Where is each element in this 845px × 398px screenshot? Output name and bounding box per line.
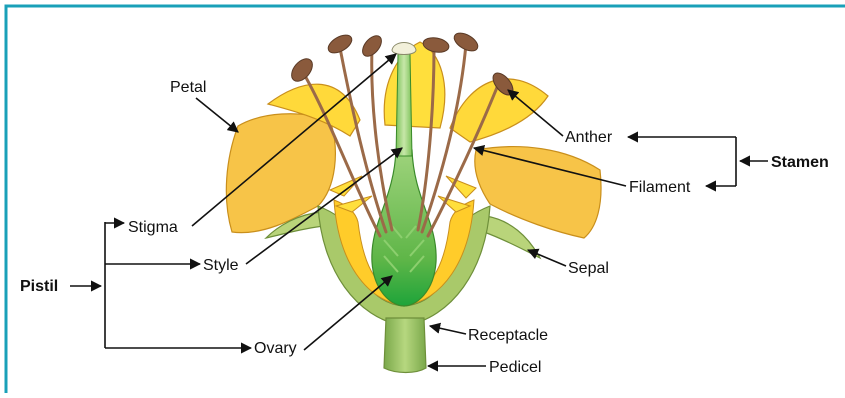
- flower-illustration: [226, 29, 601, 372]
- label-sepal: Sepal: [568, 260, 609, 277]
- arrow-petal: [196, 98, 238, 132]
- petal-back-top: [384, 42, 445, 128]
- label-stigma: Stigma: [128, 219, 178, 236]
- label-pistil: Pistil: [20, 278, 58, 295]
- arrow-receptacle: [430, 326, 466, 334]
- label-anther: Anther: [565, 129, 613, 146]
- label-pedicel: Pedicel: [489, 359, 541, 376]
- pedicel-stem: [384, 318, 426, 373]
- stigma-shape: [392, 43, 416, 55]
- style-shape: [396, 54, 412, 156]
- label-ovary: Ovary: [254, 340, 297, 357]
- arrow-sepal: [528, 250, 566, 266]
- label-receptacle: Receptacle: [468, 327, 548, 344]
- label-petal: Petal: [170, 79, 206, 96]
- label-filament: Filament: [629, 179, 691, 196]
- label-style: Style: [203, 257, 239, 274]
- label-stamen: Stamen: [771, 154, 829, 171]
